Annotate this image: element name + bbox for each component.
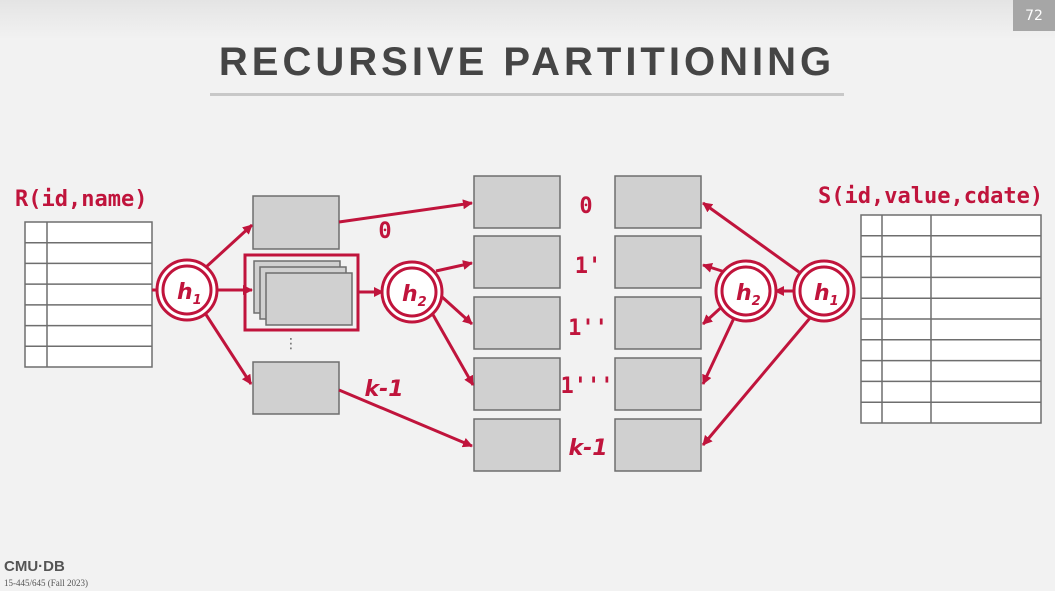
right-table-label: S(id,value,cdate) — [818, 184, 1043, 209]
bucket-label-0: 0 — [579, 194, 592, 219]
right-bucket-column — [614, 175, 702, 472]
ellipsis-marker: ⋮ — [284, 336, 298, 352]
h1-right-node: h1 — [792, 259, 856, 323]
first-level-label-k: k-1 — [364, 377, 403, 402]
first-level-label-0: 0 — [378, 219, 391, 244]
flow-arrows — [152, 199, 812, 448]
svg-text:h2: h2 — [402, 282, 427, 310]
h2-left-node: h2 — [380, 260, 444, 324]
left-table — [24, 221, 153, 368]
h1-left-node: h1 — [155, 258, 219, 322]
bucket-label-4: k-1 — [568, 436, 607, 461]
right-table — [860, 214, 1042, 424]
title-underline — [210, 93, 844, 96]
bucket-label-1: 1' — [575, 254, 602, 279]
bucket-label-2: 1'' — [568, 316, 608, 341]
partition-1-stack — [243, 253, 360, 332]
slide-header-bar — [0, 0, 1055, 40]
partition-0-box — [252, 195, 340, 250]
cmu-db-logo: CMU·DB — [4, 558, 65, 575]
h2-right-node: h2 — [714, 259, 778, 323]
left-bucket-column — [473, 175, 561, 472]
slide-number: 72 — [1013, 0, 1055, 31]
left-table-label: R(id,name) — [15, 187, 147, 212]
bucket-label-3: 1''' — [561, 374, 614, 399]
svg-text:h2: h2 — [736, 281, 761, 309]
svg-text:h1: h1 — [177, 280, 202, 308]
slide-title: RECURSIVE PARTITIONING — [218, 40, 836, 84]
svg-text:h1: h1 — [814, 281, 839, 309]
partition-k-box — [252, 361, 340, 415]
course-label: 15-445/645 (Fall 2023) — [4, 578, 88, 588]
